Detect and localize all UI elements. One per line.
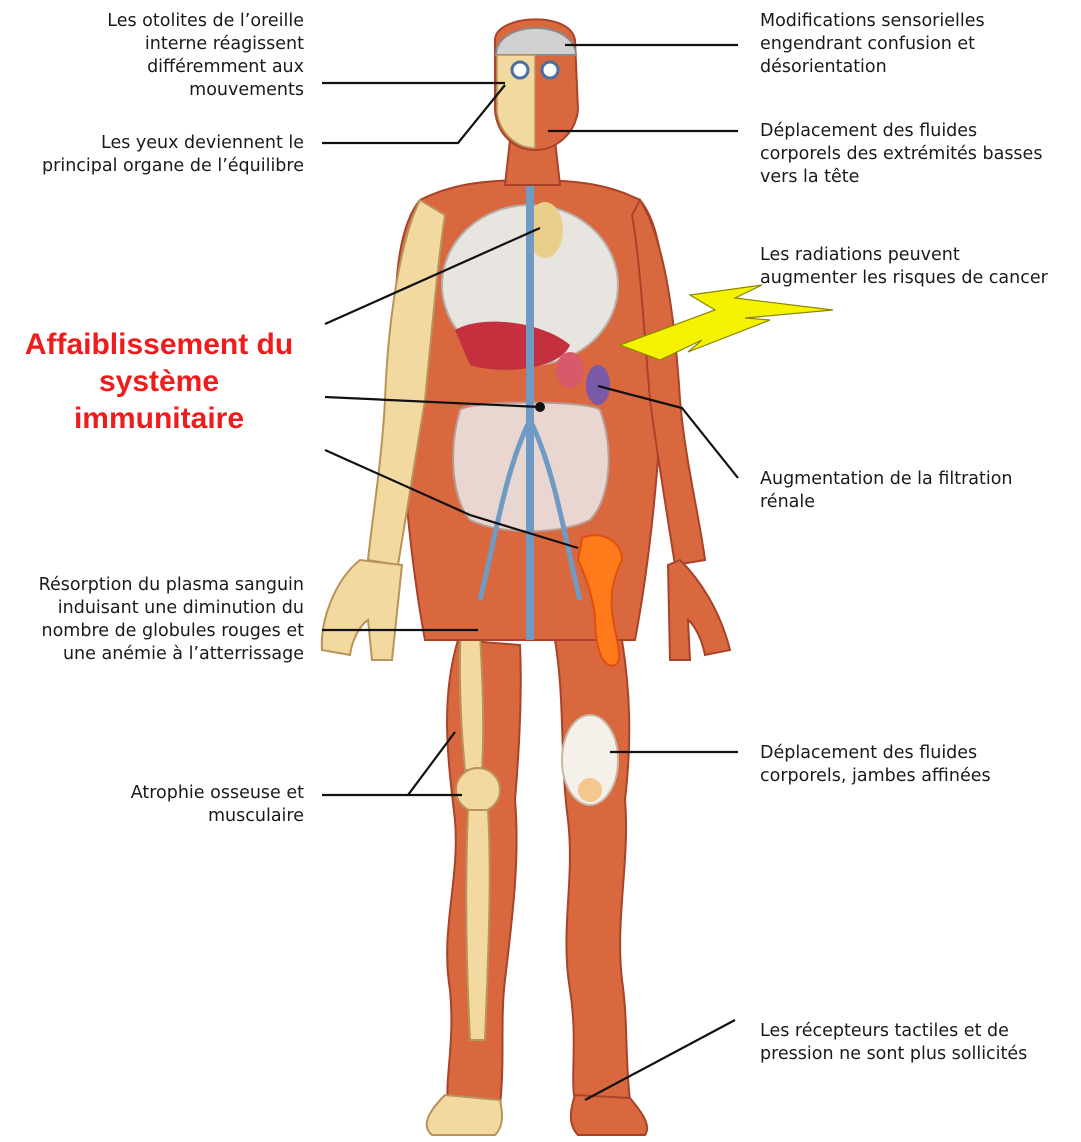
left-hand <box>322 560 402 660</box>
label-immunitaire: Affaiblissement du système immunitaire <box>0 326 318 437</box>
label-filtration: Augmentation de la filtration rénale <box>760 468 1075 514</box>
kidney <box>556 352 584 388</box>
label-jambes: Déplacement des fluides corporels, jambe… <box>760 742 1075 788</box>
label-sensorielles: Modifications sensorielles engendrant co… <box>760 10 1075 79</box>
label-fluides-tete: Déplacement des fluides corporels des ex… <box>760 120 1075 189</box>
spleen <box>586 365 610 405</box>
right-leg <box>555 640 630 1100</box>
leader-atrophie <box>322 732 455 795</box>
label-atrophie: Atrophie osseuse et musculaire <box>50 782 304 828</box>
right-eye <box>542 62 558 78</box>
label-recepteurs: Les récepteurs tactiles et de pression n… <box>760 1020 1075 1066</box>
left-eye <box>512 62 528 78</box>
right-hand <box>668 560 730 660</box>
label-otolithes: Les otolites de l’oreille interne réagis… <box>12 10 304 102</box>
junction-dot <box>535 402 545 412</box>
knee-bone <box>456 768 500 812</box>
label-radiations: Les radiations peuvent augmenter les ris… <box>760 244 1075 290</box>
right-foot <box>571 1095 647 1135</box>
left-foot <box>427 1095 502 1135</box>
body-figure <box>322 19 730 1135</box>
label-yeux: Les yeux deviennent le principal organe … <box>2 132 304 178</box>
leader-yeux <box>322 85 505 143</box>
tibia-bone <box>466 810 489 1040</box>
label-plasma: Résorption du plasma sanguin induisant u… <box>2 574 304 666</box>
